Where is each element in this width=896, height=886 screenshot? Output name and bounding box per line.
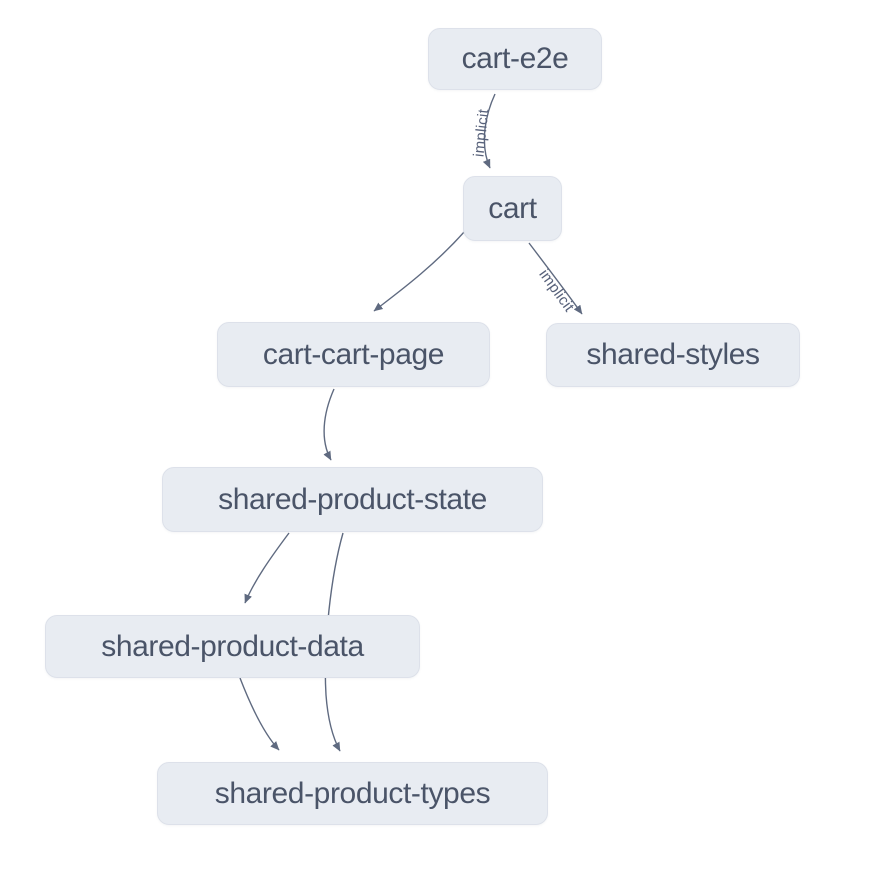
edge-label-cart-e2e-to-cart: implicit (470, 108, 492, 158)
edge-cart-e2e-to-cart (482, 93, 496, 169)
edge-shared-product-data-to-shared-product-types (239, 677, 280, 751)
graph-node-cart[interactable]: cart (463, 176, 562, 241)
graph-node-label: cart-e2e (461, 42, 569, 75)
graph-node-cart-e2e[interactable]: cart-e2e (428, 28, 602, 90)
graph-node-label: shared-product-types (214, 776, 491, 810)
edge-shared-product-state-to-shared-product-data (244, 532, 290, 604)
edge-cart-to-cart-cart-page (373, 230, 466, 312)
graph-node-label: shared-product-state (218, 482, 487, 516)
edge-cart-to-shared-styles (528, 242, 583, 315)
graph-node-label: shared-styles (586, 338, 760, 371)
graph-node-shared-product-data[interactable]: shared-product-data (45, 615, 420, 678)
graph-node-shared-styles[interactable]: shared-styles (546, 323, 800, 387)
edge-cart-cart-page-to-shared-product-state (323, 388, 335, 461)
graph-node-label: shared-product-data (101, 629, 364, 663)
graph-node-label: cart-cart-page (262, 337, 445, 371)
edge-label-cart-to-shared-styles: implicit (535, 266, 577, 315)
graph-node-label: cart (488, 191, 537, 225)
graph-node-cart-cart-page[interactable]: cart-cart-page (217, 322, 490, 387)
graph-node-shared-product-types[interactable]: shared-product-types (157, 762, 548, 825)
graph-node-shared-product-state[interactable]: shared-product-state (162, 467, 543, 532)
